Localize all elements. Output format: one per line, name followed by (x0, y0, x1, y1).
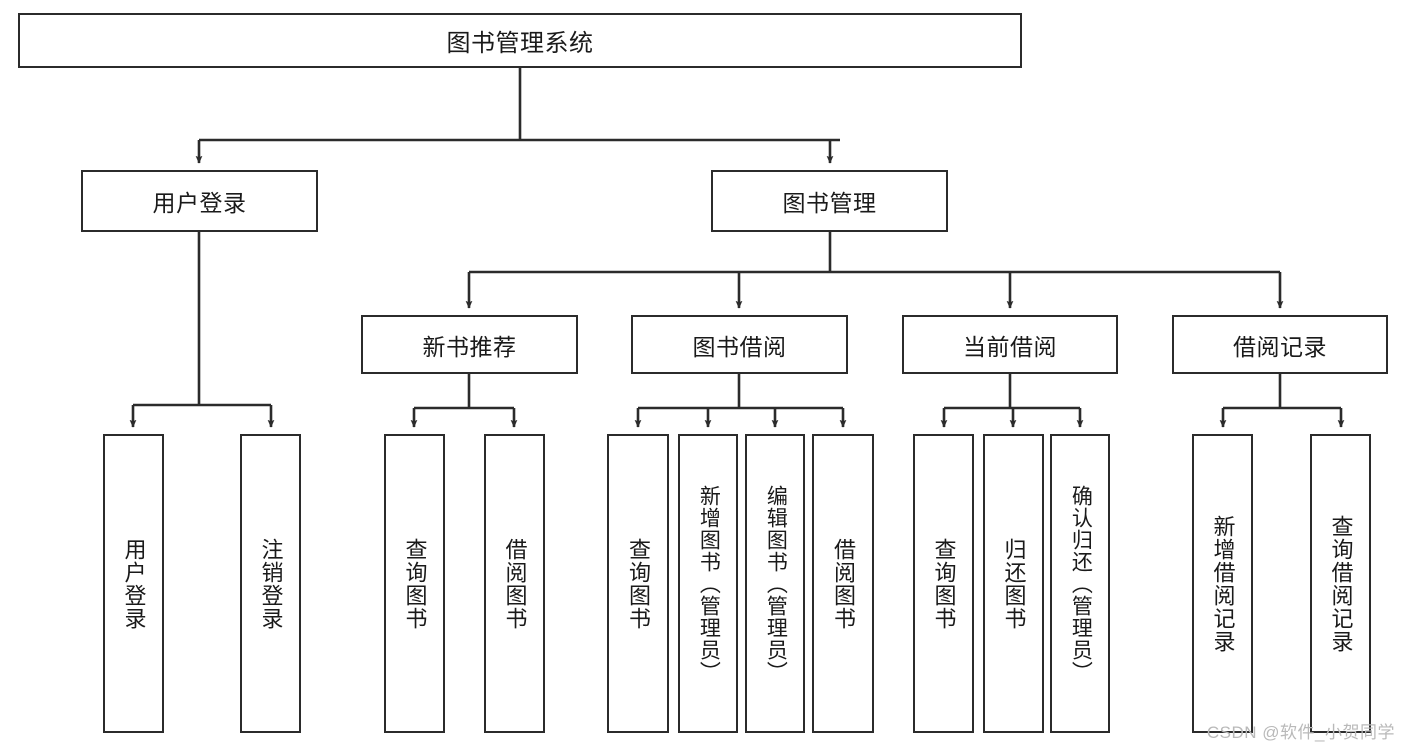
node-label: 图书管理 (782, 190, 877, 216)
node-leaf-add-borrow-record[interactable]: 新增借阅记录 (1192, 434, 1253, 733)
node-label: 借阅记录 (1233, 333, 1327, 360)
node-label: 新增借阅记录 (1210, 514, 1236, 653)
node-label: 新书推荐 (422, 333, 517, 360)
node-book-borrow[interactable]: 图书借阅 (631, 315, 848, 374)
node-label: 用户登录 (121, 537, 147, 630)
node-label: 查询图书 (625, 537, 651, 630)
node-root-book-management-system[interactable]: 图书管理系统 (18, 13, 1022, 68)
node-label: 新增图书（管理员） (697, 484, 721, 683)
node-leaf-query-book-borrow[interactable]: 查询图书 (607, 434, 669, 733)
node-label: 查询借阅记录 (1328, 514, 1354, 653)
node-label: 归还图书 (1001, 537, 1027, 630)
node-leaf-query-book-recommend[interactable]: 查询图书 (384, 434, 445, 733)
node-label: 借阅图书 (502, 537, 528, 630)
node-leaf-return-book[interactable]: 归还图书 (983, 434, 1044, 733)
node-leaf-logout-login[interactable]: 注销登录 (240, 434, 301, 733)
node-leaf-confirm-return[interactable]: 确认归还（管理员） (1050, 434, 1110, 733)
node-leaf-add-book[interactable]: 新增图书（管理员） (678, 434, 738, 733)
node-label: 查询图书 (931, 537, 957, 630)
node-book-management[interactable]: 图书管理 (711, 170, 948, 232)
node-leaf-query-book-current[interactable]: 查询图书 (913, 434, 974, 733)
node-user-login[interactable]: 用户登录 (81, 170, 318, 232)
node-label: 编辑图书（管理员） (764, 484, 788, 683)
node-borrow-record[interactable]: 借阅记录 (1172, 315, 1388, 374)
node-leaf-user-login[interactable]: 用户登录 (103, 434, 164, 733)
node-leaf-borrow-book[interactable]: 借阅图书 (812, 434, 874, 733)
node-label: 注销登录 (258, 537, 284, 630)
csdn-watermark: CSDN @软件_小贺同学 (1206, 723, 1395, 742)
node-leaf-edit-book[interactable]: 编辑图书（管理员） (745, 434, 805, 733)
node-label: 图书管理系统 (446, 30, 594, 57)
node-leaf-query-borrow-record[interactable]: 查询借阅记录 (1310, 434, 1371, 733)
node-current-borrow[interactable]: 当前借阅 (902, 315, 1118, 374)
node-label: 用户登录 (152, 190, 247, 216)
node-label: 借阅图书 (830, 537, 856, 630)
node-label: 查询图书 (402, 537, 428, 630)
node-new-book-recommend[interactable]: 新书推荐 (361, 315, 578, 374)
node-label: 确认归还（管理员） (1069, 484, 1093, 683)
node-leaf-borrow-book-recommend[interactable]: 借阅图书 (484, 434, 545, 733)
node-label: 当前借阅 (963, 333, 1057, 360)
node-label: 图书借阅 (692, 333, 787, 360)
